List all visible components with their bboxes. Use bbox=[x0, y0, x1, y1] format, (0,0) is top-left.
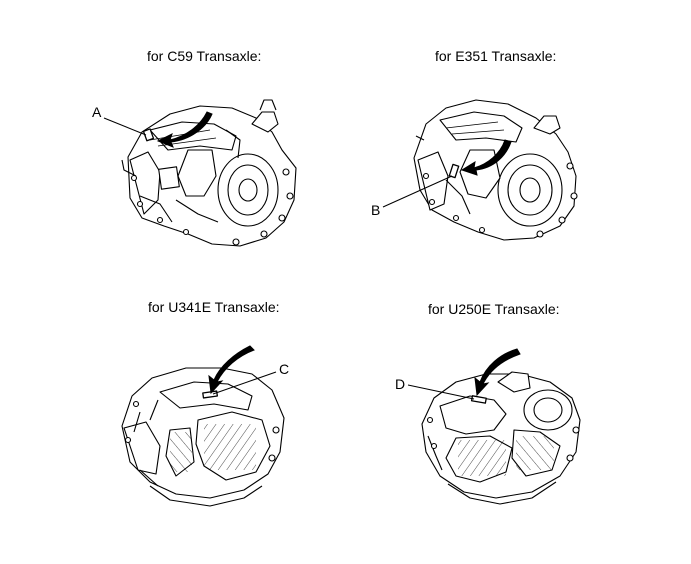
c59-transaxle-drawing bbox=[122, 100, 296, 246]
callout-label-a: A bbox=[92, 104, 102, 120]
leader-line-a bbox=[104, 118, 146, 135]
callout-label-d: D bbox=[395, 376, 406, 392]
arrow-icon-c bbox=[209, 346, 254, 393]
leader-line-d bbox=[408, 385, 474, 399]
leader-line-b bbox=[383, 176, 452, 207]
caption-u250e: for U250E Transaxle: bbox=[428, 301, 560, 317]
e351-transaxle-drawing bbox=[414, 100, 577, 240]
u250e-transaxle-drawing bbox=[422, 372, 580, 504]
callout-label-b: B bbox=[371, 202, 381, 218]
leader-line-c bbox=[213, 372, 276, 394]
caption-u341e: for U341E Transaxle: bbox=[148, 299, 280, 315]
u341e-transaxle-drawing bbox=[122, 368, 284, 506]
callout-label-c: C bbox=[279, 361, 290, 377]
arrow-icon-b bbox=[462, 140, 511, 175]
arrow-icon-a bbox=[158, 112, 212, 147]
arrow-icon-d bbox=[475, 349, 520, 395]
caption-e351: for E351 Transaxle: bbox=[435, 48, 557, 64]
caption-c59: for C59 Transaxle: bbox=[147, 48, 262, 64]
